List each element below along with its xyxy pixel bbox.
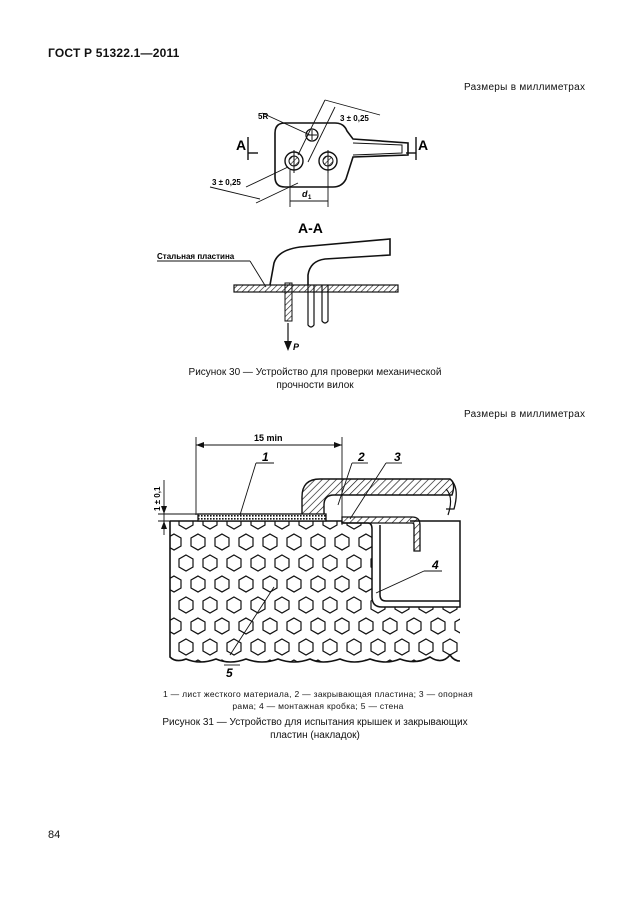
label-tolerance: 1 ± 0,1 <box>153 486 162 511</box>
dimensions-note-fig31: Размеры в миллиметрах <box>464 409 586 420</box>
rigid-sheet <box>197 513 327 522</box>
dimensions-note-fig30: Размеры в миллиметрах <box>464 82 586 93</box>
callout-4: 4 <box>431 558 439 572</box>
plug-side-view <box>269 238 391 286</box>
label-dim-left: 3 ± 0,25 <box>212 178 241 187</box>
label-15min: 15 min <box>254 433 283 443</box>
figure-30-caption: Рисунок 30 — Устройство для проверки мех… <box>188 367 442 391</box>
page-number: 84 <box>48 829 61 841</box>
plug-top-view <box>274 122 409 188</box>
label-steel-plate: Стальная пластина <box>157 252 235 261</box>
figure-31-drawing: 15 min 1 ± 0,1 1 2 3 4 5 <box>153 433 461 680</box>
label-force: P <box>293 342 300 352</box>
cover-plate <box>301 478 455 518</box>
label-d1: d <box>302 189 308 199</box>
support-frame <box>341 516 421 552</box>
callout-1: 1 <box>262 450 269 464</box>
plug-pin-right <box>318 150 338 173</box>
section-title: А-А <box>298 220 323 236</box>
section-mark-a-left: A <box>236 137 246 153</box>
plug-pins-side <box>284 282 329 328</box>
label-dim-top: 3 ± 0,25 <box>340 114 369 123</box>
figure-31-caption: Рисунок 31 — Устройство для испытания кр… <box>162 717 468 741</box>
dimension-lines-fig30 <box>209 99 417 207</box>
callout-2: 2 <box>357 450 365 464</box>
document-header: ГОСТ Р 51322.1—2011 <box>48 46 180 60</box>
figure-30-drawing: A A 5R 3 ± 0,25 3 ± 0,25 d 1 А-А Стальна… <box>157 99 428 352</box>
callout-leaders <box>224 462 442 666</box>
callout-3: 3 <box>394 450 401 464</box>
dimension-lines-fig31 <box>158 437 343 535</box>
label-radius: 5R <box>258 112 268 121</box>
plug-pin-top <box>305 128 319 142</box>
label-d1-subscript: 1 <box>308 195 312 201</box>
section-mark-a-right: A <box>418 137 428 153</box>
figure-31-legend: 1 — лист жесткого материала, 2 — закрыва… <box>162 689 473 711</box>
plug-pin-left <box>284 150 304 173</box>
steel-plate <box>233 284 399 293</box>
callout-5: 5 <box>226 666 233 680</box>
